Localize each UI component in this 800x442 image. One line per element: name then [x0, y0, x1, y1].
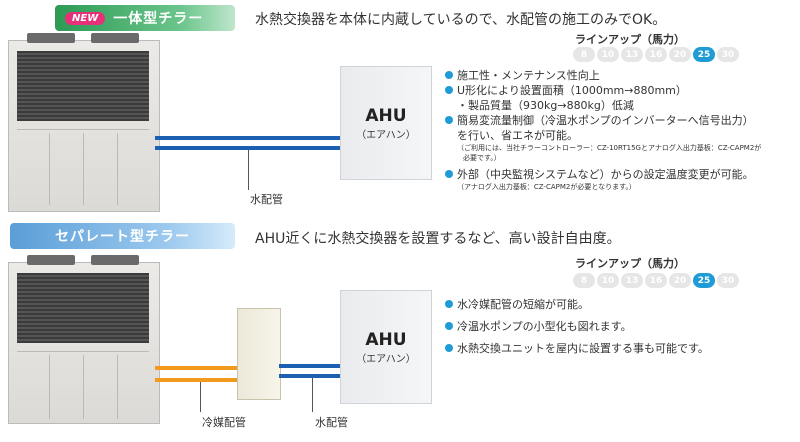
refrigerant-pipe: [155, 366, 237, 370]
section-headline: AHU近くに水熱交換器を設置するなど、高い設計自由度。: [255, 231, 621, 247]
feature-item: を行い、省エネが可能。: [457, 129, 578, 142]
feature-item: ・製品質量（930kg→880kg）低減: [457, 99, 634, 112]
feature-note: 必要です。）: [463, 154, 501, 162]
lineup-chip: 30: [717, 273, 739, 288]
lineup-chips: 8 10 13 16 20 25 30: [573, 273, 739, 288]
lineup-chip: 16: [645, 47, 667, 62]
feature-item: 簡易変流量制御（冷温水ポンプのインバーターへ信号出力）: [445, 113, 790, 128]
feature-item: 水冷媒配管の短縮が可能。: [445, 297, 790, 312]
feature-list: 水冷媒配管の短縮が可能。 冷温水ポンプの小型化も図れます。 水熱交換ユニットを屋…: [445, 297, 790, 356]
ahu-name: AHU: [365, 105, 407, 126]
water-pipe: [279, 364, 340, 368]
water-pipe-label: 水配管: [250, 193, 283, 206]
water-pipe: [155, 146, 340, 150]
feature-item: 水熱交換ユニットを屋内に設置する事も可能です。: [445, 341, 790, 356]
separate-chiller-unit-image: [8, 255, 160, 424]
feature-item: 施工性・メンテナンス性向上: [445, 68, 790, 83]
feature-list: 施工性・メンテナンス性向上 U形化により設置面積（1000mm→880mm） ・…: [445, 68, 790, 192]
ahu-name: AHU: [365, 329, 407, 350]
water-pipe: [279, 374, 340, 378]
section-title: 一体型チラー: [113, 11, 204, 27]
new-badge: NEW: [65, 11, 106, 25]
water-pipe: [155, 136, 340, 140]
lineup-chip-active: 25: [693, 273, 715, 288]
lineup-chip: 10: [597, 47, 619, 62]
lineup-chip: 8: [573, 47, 595, 62]
lineup-chip: 13: [621, 47, 643, 62]
lineup-chip: 8: [573, 273, 595, 288]
lineup-label: ラインアップ（馬力）: [575, 257, 685, 270]
section-title: セパレート型チラー: [55, 229, 190, 245]
section-headline: 水熱交換器を本体に内蔵しているので、水配管の施工のみでOK。: [255, 12, 667, 28]
lineup-chip: 20: [669, 47, 691, 62]
feature-note: （アナログ入出力基板：CZ-CAPM2が必要となります。）: [457, 183, 636, 191]
lineup-chip-active: 25: [693, 47, 715, 62]
feature-note: （ご利用には、当社チラーコントローラー：CZ-10RT15Gとアナログ入出力基板…: [457, 144, 762, 152]
ahu-sub: （エアハン）: [356, 353, 416, 365]
feature-item: 外部（中央監視システムなど）からの設定温度変更が可能。: [445, 167, 790, 182]
lineup-chip: 16: [645, 273, 667, 288]
ahu-sub: （エアハン）: [356, 129, 416, 141]
lineup-chip: 30: [717, 47, 739, 62]
refrigerant-pipe-label: 冷媒配管: [202, 416, 246, 429]
lineup-label: ラインアップ（馬力）: [575, 33, 685, 46]
feature-item: 冷温水ポンプの小型化も図れます。: [445, 319, 790, 334]
lineup-chips: 8 10 13 16 20 25 30: [573, 47, 739, 62]
integrated-chiller-unit-image: [8, 33, 160, 212]
separate-chiller-banner: セパレート型チラー: [10, 223, 235, 249]
ahu-box: AHU （エアハン）: [340, 66, 432, 180]
integrated-chiller-banner: NEW 一体型チラー: [55, 5, 235, 31]
feature-item: U形化により設置面積（1000mm→880mm）: [445, 83, 790, 98]
lineup-chip: 10: [597, 273, 619, 288]
lineup-chip: 13: [621, 273, 643, 288]
heat-exchanger-unit: [237, 308, 281, 400]
water-pipe-label: 水配管: [315, 416, 348, 429]
refrigerant-pipe: [155, 378, 237, 382]
ahu-box: AHU （エアハン）: [340, 290, 432, 404]
lineup-chip: 20: [669, 273, 691, 288]
